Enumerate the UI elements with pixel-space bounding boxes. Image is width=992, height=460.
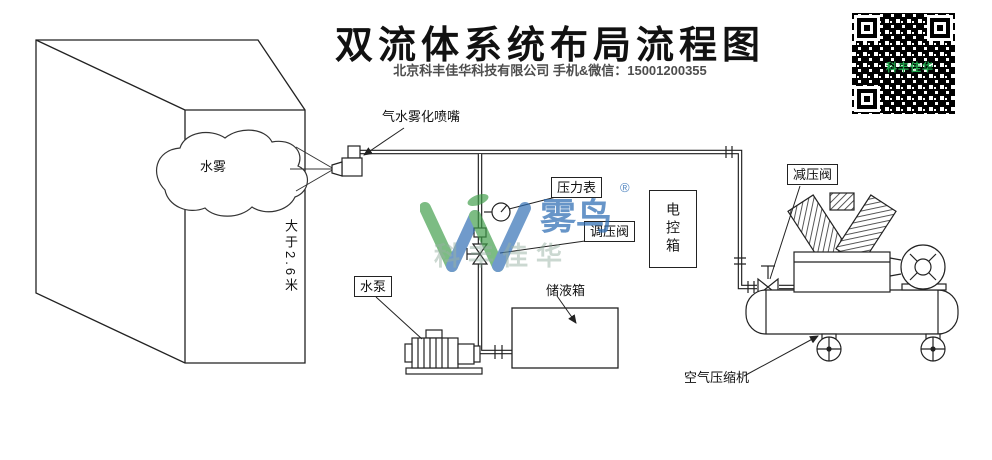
qr-finder-top-right — [927, 15, 953, 41]
qr-code: 科丰佳华 — [852, 13, 955, 114]
company-contact: 北京科丰佳华科技有限公司 手机&微信：15001200355 — [393, 63, 707, 78]
nozzle-label: 气水雾化喷嘴 — [382, 109, 461, 124]
leader-lines — [363, 127, 819, 377]
air-compressor-label: 空气压缩机 — [684, 370, 750, 385]
brand-logo-icon — [420, 193, 531, 272]
spray-lines — [290, 146, 335, 192]
page-title: 双流体系统布局流程图 — [334, 25, 765, 67]
pressure-gauge — [484, 202, 511, 222]
storage-tank-label: 储液箱 — [546, 283, 586, 298]
water-mist-label: 水雾 — [200, 159, 227, 174]
electric-control-box: 电控箱 — [649, 190, 697, 268]
watermark-brand-text: 雾鸟 — [540, 196, 613, 237]
qr-finder-top-left — [854, 15, 880, 41]
registered-mark: ® — [620, 180, 630, 195]
qr-code-image — [852, 13, 955, 114]
qr-finder-bottom-left — [854, 86, 880, 112]
pressure-gauge-label: 压力表 — [551, 177, 603, 198]
reducing-valve-label: 减压阀 — [787, 164, 839, 185]
water-pump — [404, 329, 483, 375]
control-box-label: 电控箱 — [665, 202, 681, 256]
watermark-company-text: 科丰佳华 — [434, 241, 571, 271]
air-compressor — [745, 192, 959, 362]
mist-cloud — [156, 129, 308, 217]
regulating-valve-label: 调压阀 — [584, 221, 636, 242]
storage-tank — [511, 307, 619, 369]
water-pump-label: 水泵 — [354, 276, 393, 297]
atomizing-nozzle — [331, 145, 363, 177]
height-dimension-label: 大于2.6米 — [283, 219, 298, 295]
qr-caption-text: 科丰佳华 — [886, 62, 934, 74]
brand-watermark: 科丰佳华 雾鸟 ® — [420, 180, 690, 280]
